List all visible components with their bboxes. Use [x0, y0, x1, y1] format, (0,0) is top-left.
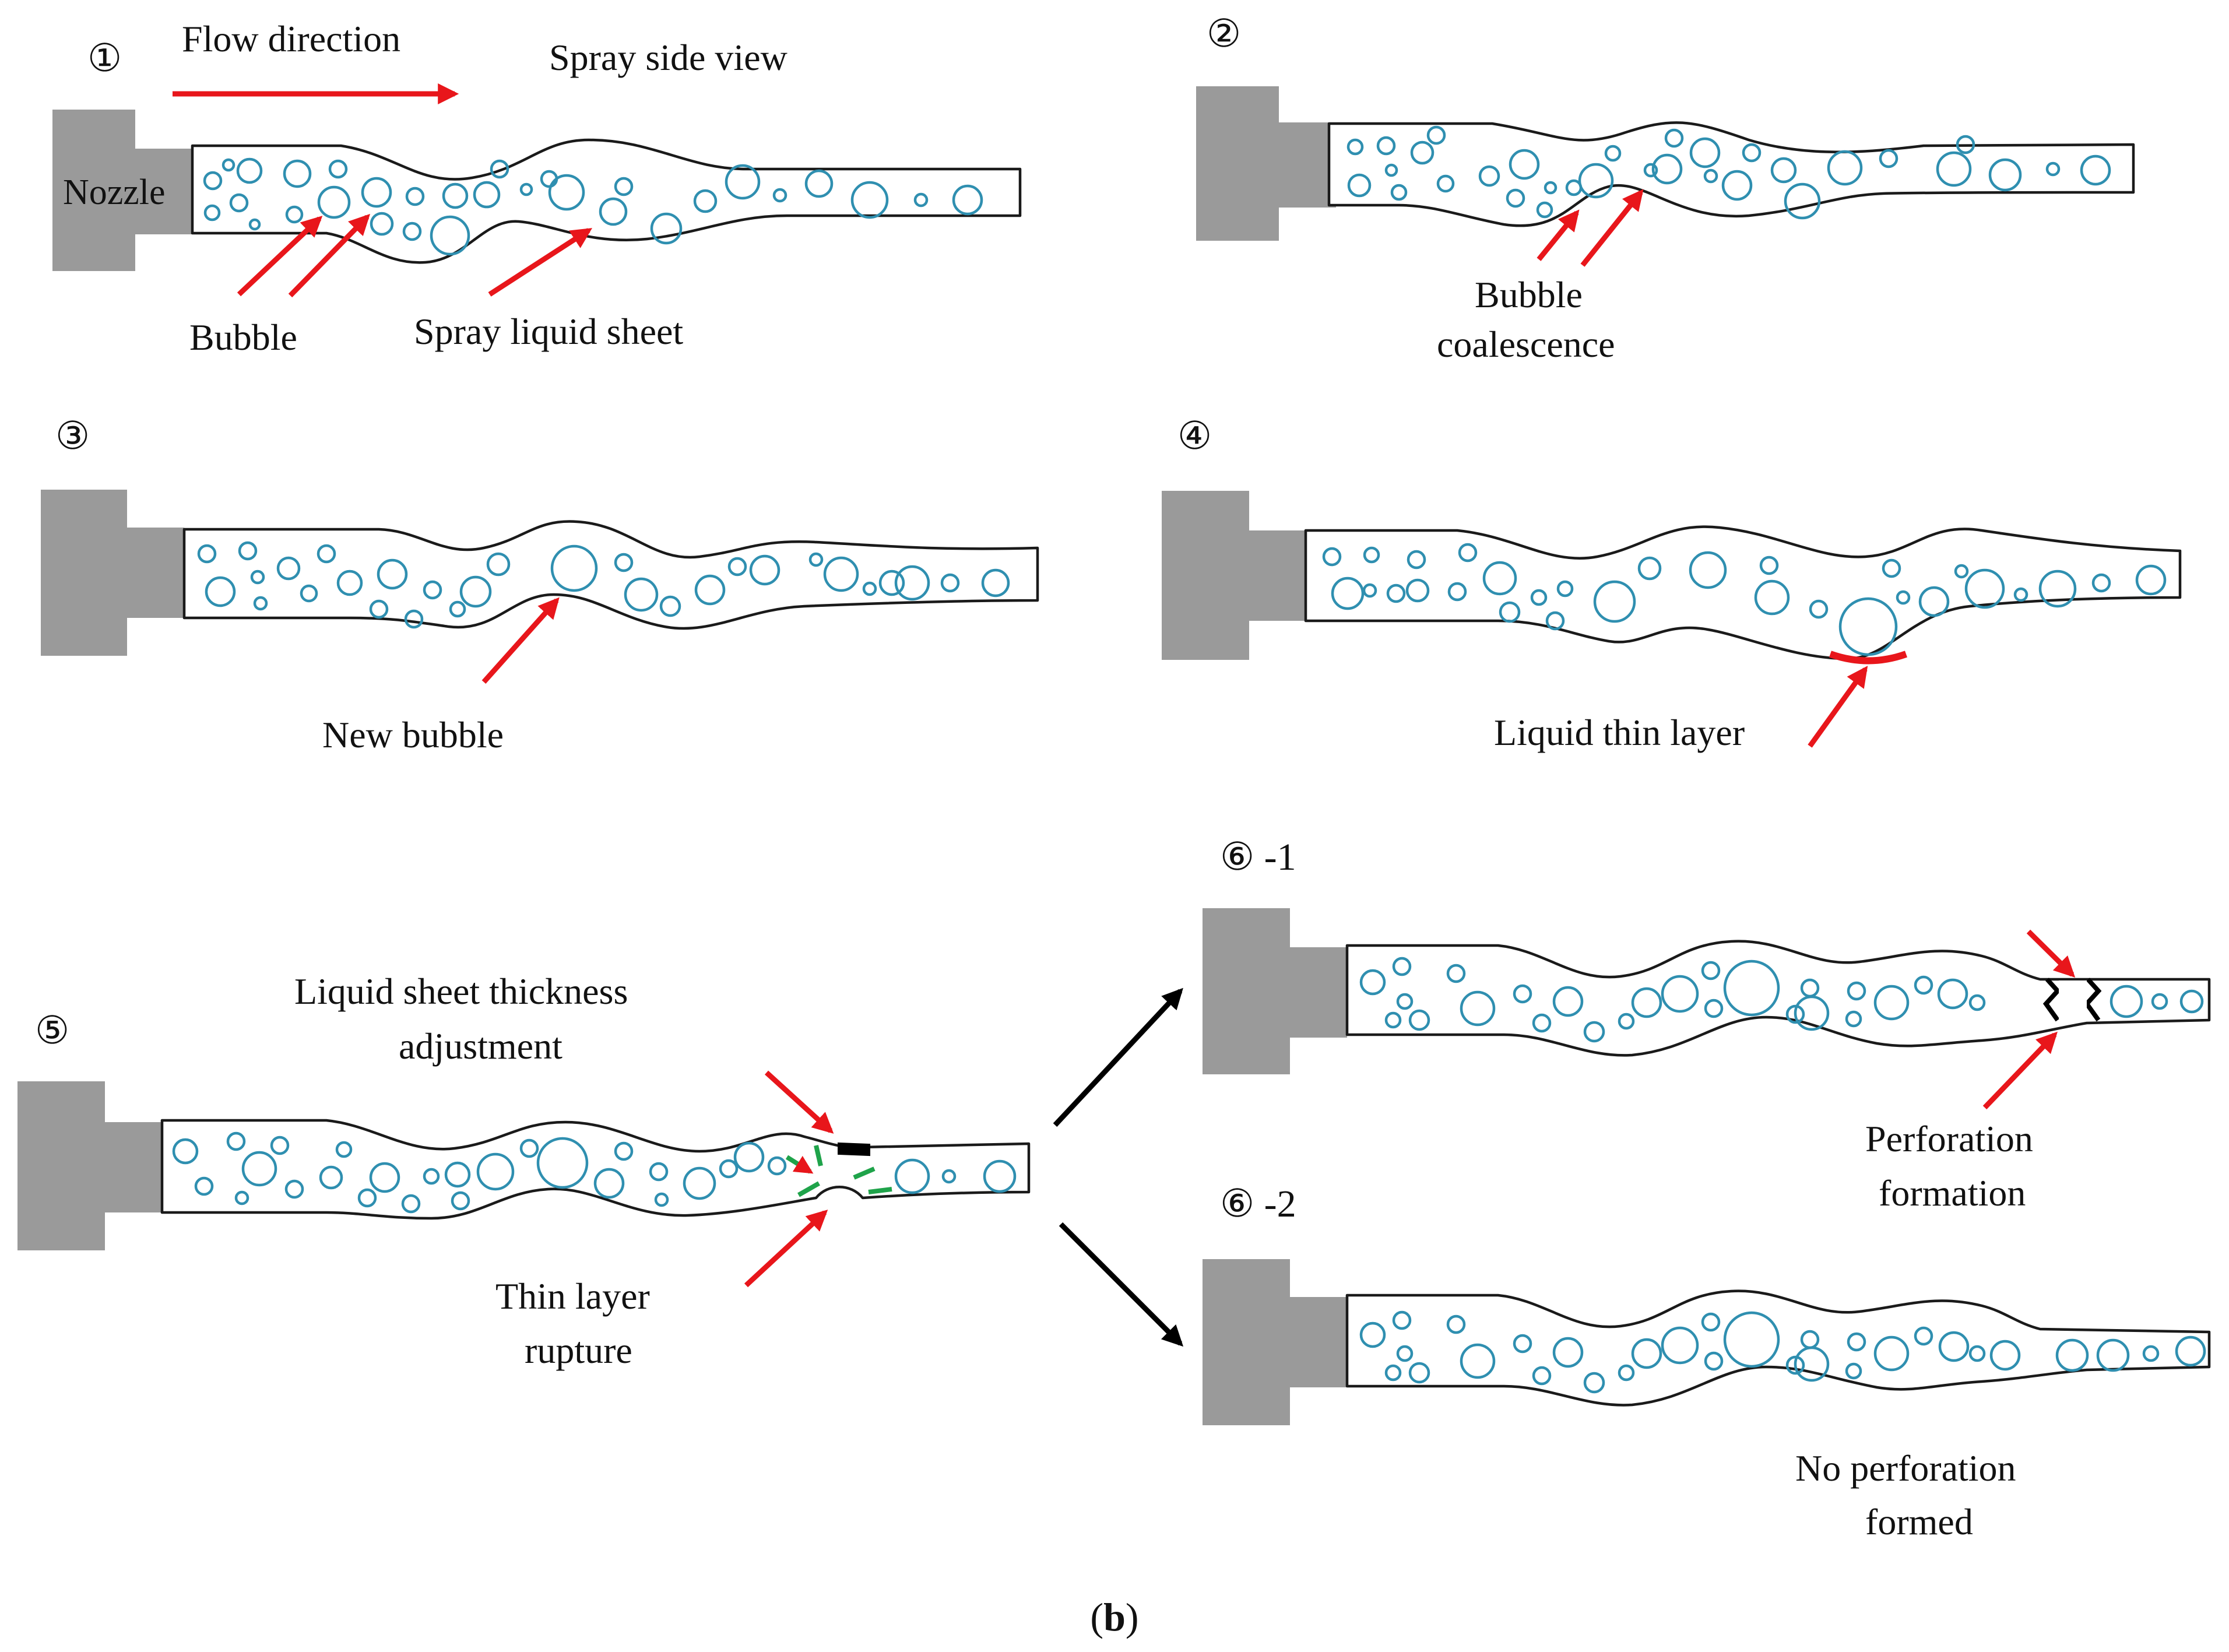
- bubble-arrow-1: [237, 216, 323, 297]
- nozzle: [1162, 491, 1306, 660]
- panel-6-1: ⑥ -1 Perforation format: [1203, 836, 2211, 1214]
- panel-3-number: ③: [55, 415, 90, 458]
- nozzle: [1203, 1259, 1347, 1425]
- panel-6-1-number: ⑥ -1: [1220, 836, 1296, 878]
- nozzle: [1196, 86, 1336, 241]
- panel-6-2-number: ⑥ -2: [1220, 1183, 1296, 1225]
- liquid-thin-layer-arrow: [1808, 666, 1868, 748]
- spray-liquid-sheet: [182, 520, 1039, 630]
- spray-liquid-sheet: [160, 1119, 1031, 1220]
- nozzle: [52, 110, 192, 271]
- nozzle-label: Nozzle: [63, 173, 166, 212]
- coalescence-arrow-2: [1580, 189, 1644, 267]
- flow-direction-label: Flow direction: [182, 18, 400, 59]
- thickened-layer: [838, 1142, 870, 1157]
- bubble-coalescence-label-line1: Bubble: [1475, 274, 1583, 315]
- thickness-adjustment-arrow: [764, 1070, 834, 1134]
- figure-caption: (b): [1090, 1595, 1138, 1639]
- spray-liquid-sheet-arrow: [488, 228, 593, 297]
- thin-layer-rupture-label-line1: Thin layer: [495, 1275, 650, 1317]
- panel-2-number: ②: [1207, 13, 1241, 55]
- inflow-arrows: [785, 1145, 892, 1197]
- bubbles-panel-1: [203, 157, 983, 256]
- nozzle: [1203, 908, 1347, 1074]
- liquid-thin-layer-highlight: [1829, 651, 1907, 665]
- nozzle: [41, 490, 184, 656]
- no-perforation-label-line1: No perforation: [1795, 1447, 2016, 1489]
- new-bubble-arrow: [481, 597, 560, 684]
- panel-5: ⑤ Liquid sheet thickness adjustment: [17, 971, 1031, 1371]
- perforation-arrow-bottom: [1982, 1031, 2058, 1110]
- transition-arrow-up: [1053, 987, 1183, 1127]
- perforation-formation-label-line2: formation: [1879, 1172, 2026, 1214]
- new-bubble-label: New bubble: [322, 714, 504, 755]
- bubbles-panel-3: [197, 541, 1010, 629]
- perforation-edge-right: [2083, 978, 2102, 1022]
- perforation-formation-label-line1: Perforation: [1865, 1118, 2033, 1159]
- nozzle: [17, 1081, 162, 1250]
- panel-1-number: ①: [87, 37, 122, 80]
- panel-1: ① Flow direction Spray side view Nozzle: [52, 18, 1022, 358]
- coalescence-arrow-1: [1537, 209, 1580, 261]
- bubble-label: Bubble: [189, 317, 297, 358]
- bubble-coalescence-label-line2: coalescence: [1437, 324, 1615, 365]
- panel-6-2: ⑥ -2 No perforation formed: [1203, 1183, 2211, 1542]
- bubbles-panel-5: [172, 1131, 1017, 1214]
- perforation-arrow-top: [2026, 929, 2076, 978]
- panel-2: ② Bubble coalescence: [1196, 13, 2135, 365]
- perforation-gap: [2059, 980, 2087, 1019]
- thin-layer-rupture-label-line2: rupture: [525, 1330, 632, 1371]
- spray-side-view-label: Spray side view: [549, 37, 787, 78]
- thickness-adjustment-label-line2: adjustment: [399, 1025, 562, 1067]
- no-perforation-label-line2: formed: [1865, 1501, 1973, 1542]
- bubbles-panel-6-2: [1359, 1310, 2206, 1394]
- liquid-thin-layer-label: Liquid thin layer: [1494, 712, 1745, 753]
- bubbles-panel-6-1: [1359, 957, 2204, 1043]
- spray-liquid-sheet: [1327, 121, 2135, 227]
- spray-liquid-sheet-label: Spray liquid sheet: [414, 311, 683, 352]
- thin-layer-rupture-arrow: [744, 1210, 828, 1288]
- thickness-adjustment-label-line1: Liquid sheet thickness: [294, 971, 628, 1012]
- bubbles-panel-2: [1346, 125, 2111, 220]
- spray-liquid-sheet: [1304, 525, 2182, 660]
- bubbles-panel-4: [1322, 543, 2167, 656]
- transition-arrow-down: [1059, 1222, 1184, 1347]
- panel-4: ④ Liquid thin layer: [1162, 415, 2182, 753]
- perforation-edge-left: [2042, 978, 2061, 1022]
- spray-liquid-sheet: [1345, 940, 2211, 1057]
- bubble-arrow-2: [288, 213, 371, 298]
- panel-3: ③ New bubble: [41, 415, 1039, 755]
- panel-5-number: ⑤: [35, 1010, 69, 1052]
- panel-4-number: ④: [1177, 415, 1212, 458]
